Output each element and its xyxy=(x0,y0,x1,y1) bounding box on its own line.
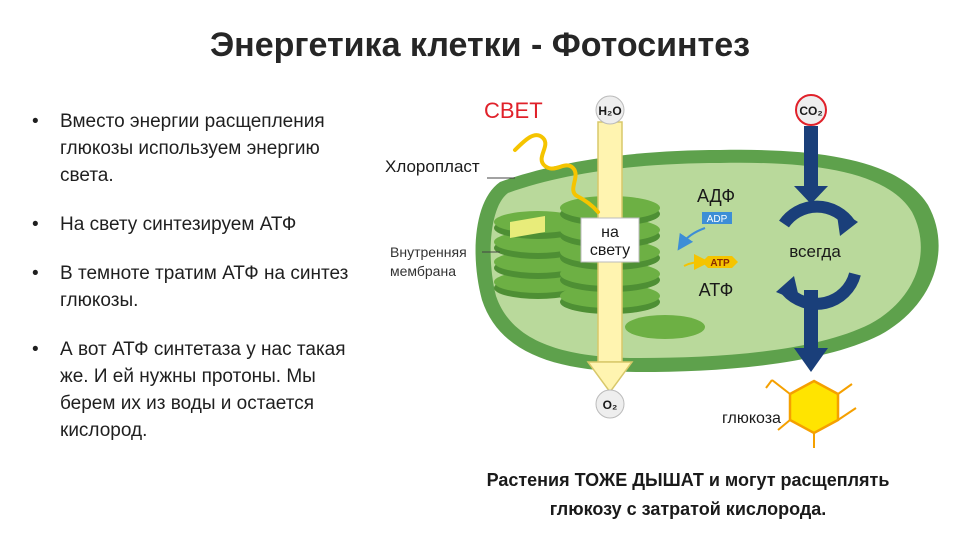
adp-label-en: ADP xyxy=(707,214,728,225)
light-phase-box xyxy=(580,217,640,263)
atp-badge xyxy=(702,256,738,268)
adp-arrow xyxy=(677,227,706,251)
caption-line-2: глюкозу с затратой кислорода. xyxy=(549,499,827,519)
h2o-label: H₂O xyxy=(598,104,621,118)
h2o-circle xyxy=(595,95,625,125)
granum-stack-left xyxy=(494,211,582,299)
bullet-text: Вместо энергии расщепления глюкозы испол… xyxy=(60,111,325,186)
light-wave-icon xyxy=(513,133,600,214)
o2-circle xyxy=(595,389,625,419)
caption-line-1: Растения ТОЖЕ ДЫШАТ и могут расщеплять xyxy=(486,470,890,490)
o2-label: O₂ xyxy=(603,398,618,412)
chloroplast-label: Хлоропласт xyxy=(385,157,480,176)
bullet-item: • А вот АТФ синтетаза у нас такая же. И е… xyxy=(32,336,362,444)
bullet-marker: • xyxy=(32,339,39,360)
adp-label-ru: АДФ xyxy=(697,186,735,206)
bullet-list: • Вместо энергии расщепления глюкозы испо… xyxy=(32,108,362,466)
bullet-text: На свету синтезируем АТФ xyxy=(60,214,297,235)
membrane-label-line2: мембрана xyxy=(390,263,456,279)
bullet-marker: • xyxy=(32,214,39,235)
bullet-text: В темноте тратим АТФ на синтез глюкозы. xyxy=(60,263,349,311)
always-label: всегда xyxy=(789,242,841,261)
stroma-lamella xyxy=(625,315,705,339)
bullet-item: • В темноте тратим АТФ на синтез глюкозы. xyxy=(32,260,362,314)
atp-label-ru: АТФ xyxy=(699,280,734,300)
bullet-item: • Вместо энергии расщепления глюкозы испо… xyxy=(32,108,362,189)
atp-arrow xyxy=(683,254,710,271)
membrane-label-line1: Внутренняя xyxy=(390,244,467,260)
page-title: Энергетика клетки - Фотосинтез xyxy=(209,26,751,64)
bullet-text: А вот АТФ синтетаза у нас такая же. И ей… xyxy=(60,339,346,441)
caption: Растения ТОЖЕ ДЫШАТ и могут расщеплять г… xyxy=(448,466,928,524)
bullet-marker: • xyxy=(32,111,39,132)
light-phase-label-1: на xyxy=(601,224,619,241)
atp-label-en: ATP xyxy=(710,258,730,269)
bullet-item: • На свету синтезируем АТФ xyxy=(32,211,362,238)
light-label: СВЕТ xyxy=(484,98,543,123)
glucose-icon xyxy=(765,379,857,448)
co2-label: CO₂ xyxy=(799,104,822,118)
bullet-marker: • xyxy=(32,263,39,284)
co2-circle xyxy=(795,94,827,126)
calvin-cycle-icon xyxy=(776,200,861,310)
light-phase-label-2: свету xyxy=(590,242,630,259)
glucose-label: глюкоза xyxy=(722,410,781,427)
adp-badge xyxy=(702,212,732,224)
